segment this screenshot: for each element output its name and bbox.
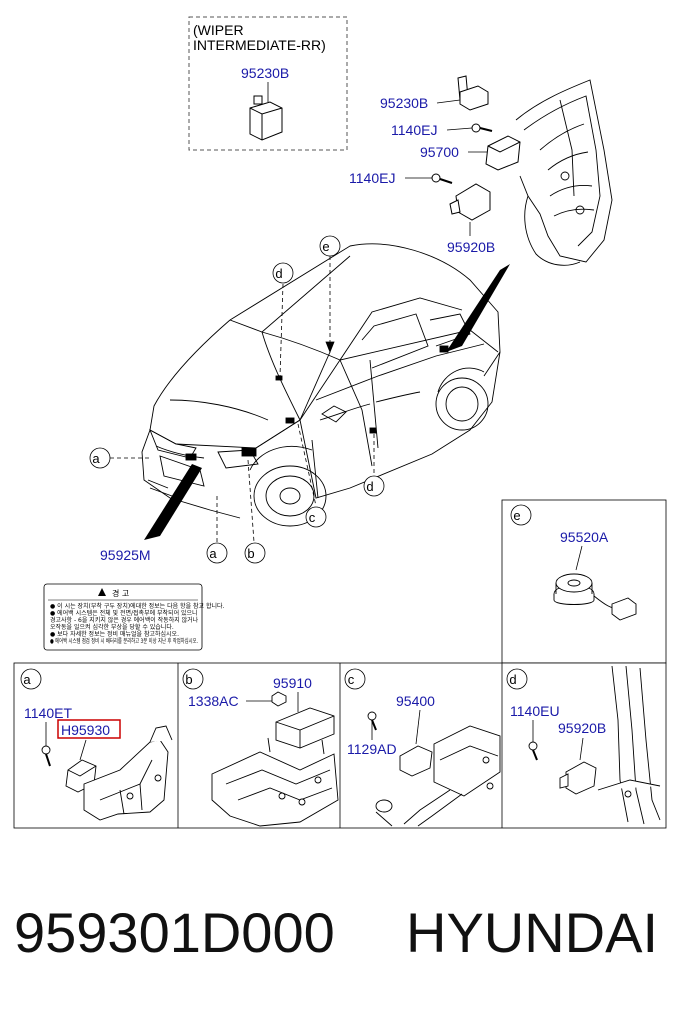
- module-icon: [485, 135, 521, 171]
- panel-a-letter[interactable]: a: [23, 672, 31, 687]
- panel-a-part2[interactable]: H95930: [61, 722, 110, 738]
- warning-triangle-icon: [98, 588, 106, 596]
- warning-line-3: 경고사항 - 6을 지키지 않은 경우 에어백이 작동하지 않거나: [50, 616, 199, 624]
- panel-b: b 95910 1338AC: [182, 668, 339, 827]
- warning-label: 경 고 ● 이 시는 장치(부착 구두 장치)에대한 정보는 다음 항을 참고 …: [43, 583, 225, 651]
- footer-part-number: 959301D000: [14, 901, 335, 964]
- marker-d-top[interactable]: d: [275, 266, 282, 281]
- inset-part-label[interactable]: 95230B: [241, 65, 289, 81]
- panel-c-letter[interactable]: c: [348, 672, 355, 687]
- marker-d-right[interactable]: d: [366, 479, 373, 494]
- panel-d-part2[interactable]: 95920B: [558, 720, 606, 736]
- warning-line-5: ● 보다 자세한 정보는 정비 매뉴얼을 참고하십시오.: [50, 630, 179, 638]
- leader-wedge-rear: [446, 264, 510, 352]
- bolt-icon: [431, 173, 453, 184]
- marker-c[interactable]: c: [309, 510, 316, 525]
- airbag-control-module-icon: [211, 691, 339, 827]
- callout-95230b[interactable]: 95230B: [380, 95, 428, 111]
- callout-95925m[interactable]: 95925M: [100, 547, 151, 563]
- panel-b-part1[interactable]: 1338AC: [188, 693, 239, 709]
- inset-wiper-relay: (WIPER INTERMEDIATE-RR) 95230B: [188, 16, 348, 151]
- panel-c-part2[interactable]: 1129AD: [347, 741, 397, 757]
- impact-sensor-icon: [41, 725, 173, 821]
- panel-a: a 1140ET H95930: [20, 668, 173, 821]
- panel-c: c 95400 1129AD: [344, 668, 501, 827]
- warning-title: 경 고: [112, 588, 129, 598]
- vehicle-view: [141, 243, 501, 527]
- warning-line-4: 오작동을 일으켜 심각한 부상을 당할 수 있습니다.: [50, 623, 174, 631]
- highlight-box: [57, 719, 121, 739]
- warning-line-6: ● 에어백 시스템 점검 정비 시 배터리를 분리하고 3분 이상 지난 후 작…: [50, 637, 198, 645]
- relay-icon: [249, 95, 283, 141]
- marker-a-bottom[interactable]: a: [209, 546, 217, 561]
- marker-e[interactable]: e: [322, 239, 329, 254]
- callout-1140ej-lower[interactable]: 1140EJ: [349, 170, 395, 186]
- rear-pillar-assembly: 95230B 1140EJ 95700 1140EJ 95920B: [349, 75, 613, 352]
- leader-wedge-front: [144, 464, 202, 540]
- quarter-panel-outline: [515, 79, 613, 266]
- warning-line-1: ● 이 시는 장치(부착 구두 장치)에대한 정보는 다음 항을 참고 합니다.: [50, 602, 225, 610]
- steering-column-icon: [367, 711, 501, 827]
- panel-c-part1[interactable]: 95400: [396, 693, 435, 709]
- marker-b[interactable]: b: [247, 546, 254, 561]
- panel-a-part1[interactable]: 1140ET: [24, 705, 72, 721]
- panel-d: d 1140EU 95920B: [506, 665, 661, 825]
- marker-a-left[interactable]: a: [92, 451, 100, 466]
- panel-d-letter[interactable]: d: [509, 672, 516, 687]
- panel-b-part2[interactable]: 95910: [273, 675, 312, 691]
- callout-95920b[interactable]: 95920B: [447, 239, 495, 255]
- panel-e-part[interactable]: 95520A: [560, 529, 609, 545]
- footer-brand: HYUNDAI: [406, 901, 659, 964]
- clock-spring-icon: [553, 573, 637, 621]
- footer-banner: 959301D000 HYUNDAI: [14, 900, 674, 980]
- callout-1140ej-upper[interactable]: 1140EJ: [391, 122, 437, 138]
- panel-d-part1[interactable]: 1140EU: [510, 703, 560, 719]
- panel-e: e 95520A: [501, 499, 667, 664]
- panel-e-letter[interactable]: e: [513, 508, 520, 523]
- panel-b-letter[interactable]: b: [185, 672, 192, 687]
- sensor-icon: [449, 183, 491, 221]
- relay-icon: [457, 75, 489, 111]
- inset-title-line1: (WIPER: [193, 22, 244, 38]
- car-callouts: [89, 235, 385, 564]
- inset-title-line2: INTERMEDIATE-RR): [193, 37, 326, 53]
- callout-95700[interactable]: 95700: [420, 144, 459, 160]
- side-impact-sensor-icon: [528, 665, 661, 825]
- bolt-icon: [471, 123, 493, 133]
- warning-line-2: ● 에어백 시스템은 전체 및 전면/접촉부에 부착되어 있으니: [50, 609, 198, 617]
